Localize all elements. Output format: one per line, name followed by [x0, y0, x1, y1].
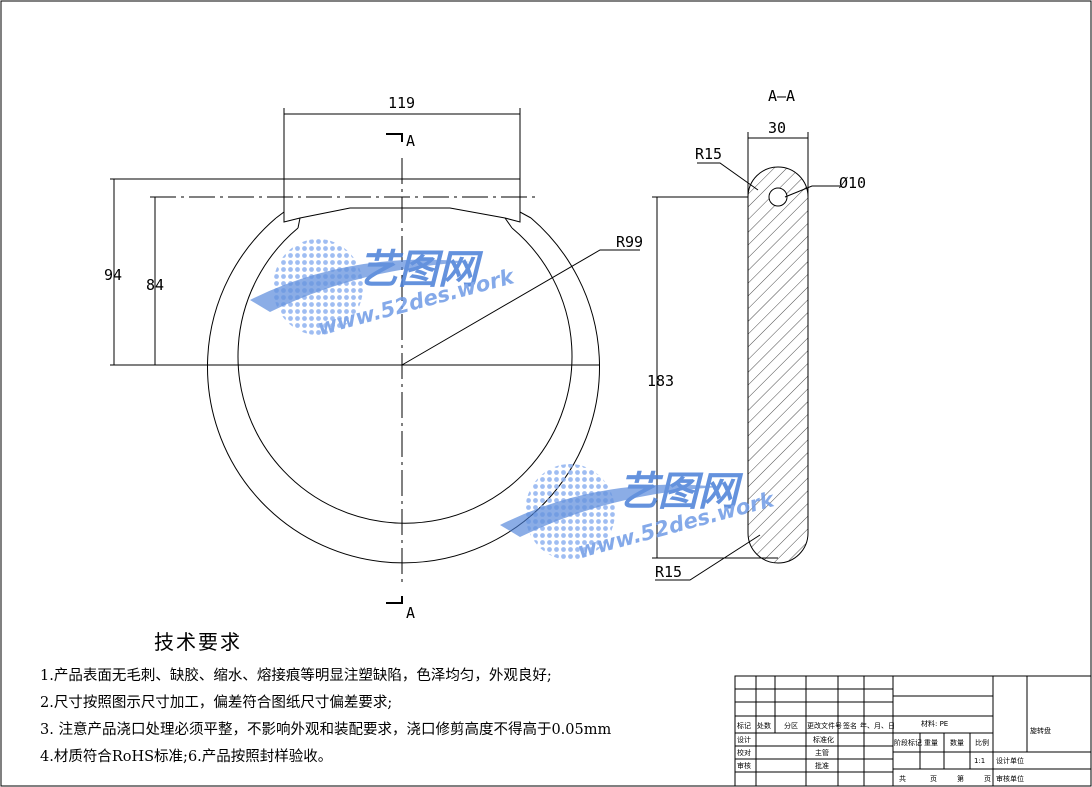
- section-body: [747, 166, 809, 564]
- dim-119: 119: [388, 94, 415, 112]
- leader-r15-top: [697, 162, 759, 191]
- notes-line-2: 2.尺寸按照图示尺寸加工，偏差符合图纸尺寸偏差要求;: [40, 695, 393, 711]
- title-block: [734, 675, 1092, 787]
- tb-scale-label: 比例: [975, 738, 989, 747]
- notes-line-4: 4.材质符合RoHS标准;6.产品按照封样验收。: [40, 749, 333, 765]
- tb-sheet-word: 页: [930, 775, 937, 783]
- watermark-brand-2: 艺图网: [618, 469, 744, 515]
- watermark-1: 艺图网 www.52des.work: [250, 239, 518, 340]
- top-profile: [275, 207, 532, 223]
- tb-approve: 批准: [815, 761, 829, 770]
- technical-notes: 技术要求 1.产品表面无毛刺、缺胶、缩水、熔接痕等明显注塑缺陷，色泽均匀，外观良…: [40, 626, 611, 771]
- tb-review: 审核: [737, 761, 751, 770]
- dim-hole: Ø10: [839, 174, 866, 192]
- leader-hole: [784, 185, 840, 198]
- tb-design-unit: 设计单位: [996, 756, 1024, 765]
- section-view: [652, 132, 840, 581]
- section-label-bottom: A: [406, 604, 415, 622]
- watermark-2: 艺图网 www.52des.work: [500, 464, 778, 563]
- right-step: [504, 217, 513, 229]
- front-view: [110, 108, 640, 604]
- inner-arc: [237, 227, 573, 524]
- tb-supervisor: 主管: [815, 748, 829, 757]
- title-block-frame: [734, 675, 1092, 787]
- leader-r99: [401, 249, 640, 366]
- dim-84: 84: [146, 276, 164, 294]
- tb-count: 处数: [757, 721, 771, 730]
- leader-r15-bottom: [655, 534, 761, 581]
- tb-weight: 重量: [924, 739, 938, 747]
- tb-mark: 标记: [737, 721, 751, 730]
- tb-stage-mark: 阶段标记: [894, 738, 922, 747]
- tb-check: 校对: [737, 748, 751, 757]
- tb-part-name: 旋转盘: [1030, 726, 1051, 735]
- tb-material: 材料: PE: [921, 719, 948, 728]
- notes-line-1: 1.产品表面无毛刺、缺胶、缩水、熔接痕等明显注塑缺陷，色泽均匀，外观良好;: [40, 668, 552, 684]
- tb-date: 年、月、日: [860, 721, 895, 730]
- dim-183: 183: [647, 372, 674, 390]
- tb-page-of: 第: [957, 774, 964, 783]
- section-view-text: A—A 30 R15 Ø10 183 R15: [647, 87, 866, 581]
- notes-line-3: 3. 注意产品浇口处理必须平整，不影响外观和装配要求，浇口修剪高度不得高于0.0…: [40, 722, 612, 738]
- notes-title: 技术要求: [154, 630, 242, 654]
- dim-r15-top: R15: [695, 145, 722, 163]
- tb-zone: 分区: [784, 721, 798, 730]
- dim-r15-bottom: R15: [655, 563, 682, 581]
- title-block-text: 标记 处数 分区 更改文件号 签名 年、月、日 材料: PE 旋转盘 设计 标准…: [737, 719, 1051, 783]
- section-title: A—A: [768, 87, 795, 105]
- dim-r99: R99: [616, 233, 643, 251]
- tb-page-word: 页: [984, 775, 991, 783]
- tb-design: 设计: [737, 735, 751, 744]
- tb-scale-value: 1:1: [974, 757, 985, 765]
- swoosh-icon: [500, 484, 720, 537]
- outer-arc: [207, 217, 600, 564]
- swoosh-icon: [250, 259, 470, 312]
- tb-sign: 签名: [843, 721, 857, 730]
- tb-standardize: 标准化: [813, 735, 834, 744]
- section-marker-bottom: [386, 596, 403, 604]
- tb-quantity: 数量: [950, 738, 964, 747]
- dim-30: 30: [768, 119, 786, 137]
- hole-10: [768, 187, 788, 207]
- section-label-top: A: [406, 132, 415, 150]
- front-view-text: 119 94 84 R99 A A: [104, 94, 643, 622]
- tb-change-doc: 更改文件号: [807, 721, 842, 730]
- tb-review-unit: 审核单位: [996, 774, 1024, 783]
- dim-94: 94: [104, 266, 122, 284]
- section-marker-top: [386, 133, 403, 142]
- left-step: [297, 217, 301, 229]
- tb-total: 共: [899, 774, 906, 783]
- watermark-brand-1: 艺图网: [358, 247, 484, 293]
